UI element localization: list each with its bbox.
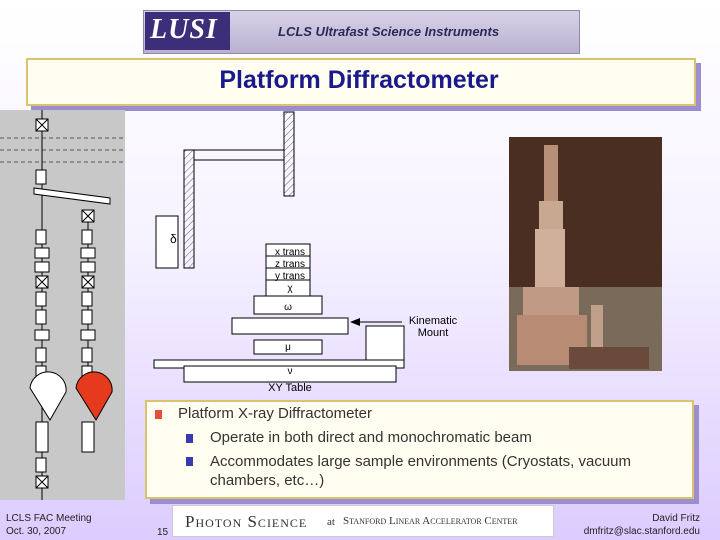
footer-author: David Fritz — [652, 513, 700, 524]
footer-meeting: LCLS FAC Meeting — [6, 513, 92, 524]
slide-title: Platform Diffractometer — [219, 66, 499, 94]
delta-label: δ — [170, 232, 177, 246]
footer-date: Oct. 30, 2007 — [6, 526, 67, 537]
lusi-logo: LUSI — [150, 14, 218, 45]
bullet-sub1: Operate in both direct and monochromatic… — [210, 429, 532, 446]
footer-email: dmfritz@slac.stanford.edu — [583, 526, 700, 537]
bullet-main: Platform X-ray Diffractometer — [178, 405, 372, 422]
sub-bullet-marker — [186, 434, 193, 443]
mu-label: μ — [285, 342, 291, 353]
x-trans-label: x trans — [274, 247, 305, 258]
header-subtitle: LCLS Ultrafast Science Instruments — [278, 24, 500, 39]
bullet-sub2: Accommodates large sample environments (… — [210, 453, 631, 489]
title-box — [26, 58, 696, 106]
z-trans-label: z trans — [274, 259, 305, 270]
page-number: 15 — [157, 527, 169, 538]
beamline-schematic — [0, 110, 125, 500]
xy-table-label: XY Table — [268, 382, 312, 394]
diffractometer-diagram — [153, 111, 405, 383]
delta-block — [155, 215, 179, 269]
arm-post — [283, 111, 295, 197]
delta-arm-post — [183, 149, 195, 269]
logo-slac: Stanford Linear Accelerator Center — [343, 515, 518, 527]
omega-label: ω — [284, 302, 292, 313]
bullet-marker — [155, 410, 162, 419]
lusi-logo-block — [145, 12, 230, 50]
kinematic-mount-label: Kinematic Mount — [408, 315, 458, 339]
photon-science-logo — [172, 505, 554, 537]
logo-photon-science: Photon Science — [185, 512, 308, 531]
bullet-box — [145, 400, 694, 499]
sub-bullet-marker — [186, 457, 193, 466]
chi-label: χ — [287, 283, 293, 294]
beamline-schematic-svg — [0, 110, 125, 500]
logo-at: at — [327, 516, 335, 528]
y-trans-label: y trans — [274, 271, 305, 282]
nu-label: ν — [287, 366, 293, 377]
diffractometer-photo — [509, 137, 662, 371]
